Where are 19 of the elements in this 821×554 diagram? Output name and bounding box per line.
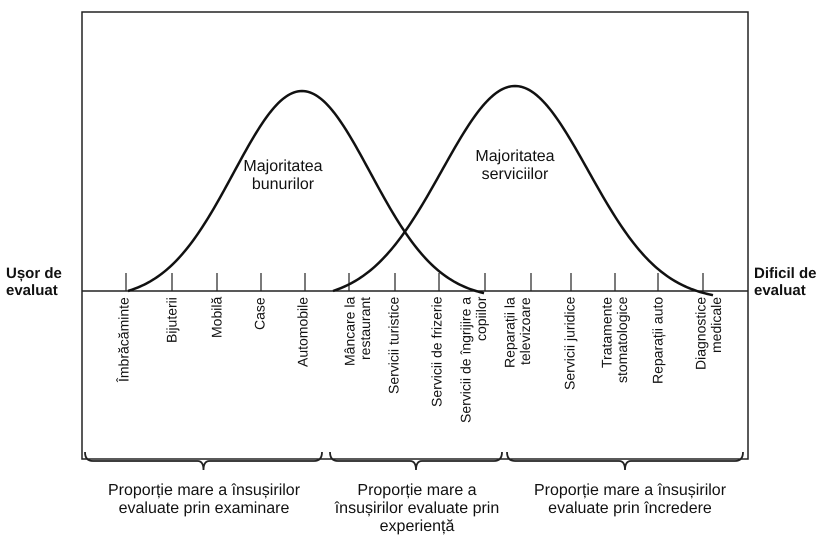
bracket-label: Proporție mare a însușirilor evaluate prin încredere [532, 482, 728, 518]
category-label: Bijuterii [164, 297, 180, 345]
category-label: Servicii juridice [562, 297, 578, 392]
category-label: Reparații auto [650, 297, 666, 386]
category-label: Automobile [295, 297, 311, 370]
category-label: Diagnostice medicale [694, 297, 724, 372]
bracket-label: Proporție mare a însușirilor evaluate prin examinare [106, 482, 302, 518]
axis-end-label: Dificil de evaluat [754, 265, 818, 300]
curve-label: Majoritatea serviciilor [474, 148, 556, 185]
axis-end-label: Ușor de evaluat [6, 265, 63, 300]
category-label: Mâncare la restaurant [342, 297, 374, 368]
category-label: Mobilă [209, 297, 225, 340]
category-label: Servicii de frizerie [429, 297, 445, 410]
category-label: Case [252, 297, 268, 332]
category-label: Servicii de îngrijire a copiilor [458, 297, 490, 426]
bracket-label: Proporție mare a însușirilor evaluate prin experiență [334, 482, 500, 536]
category-label: Servicii turistice [386, 297, 402, 396]
curve-label: Majoritatea bunurilor [242, 158, 324, 195]
category-label: Îmbrăcăminte [116, 297, 132, 384]
